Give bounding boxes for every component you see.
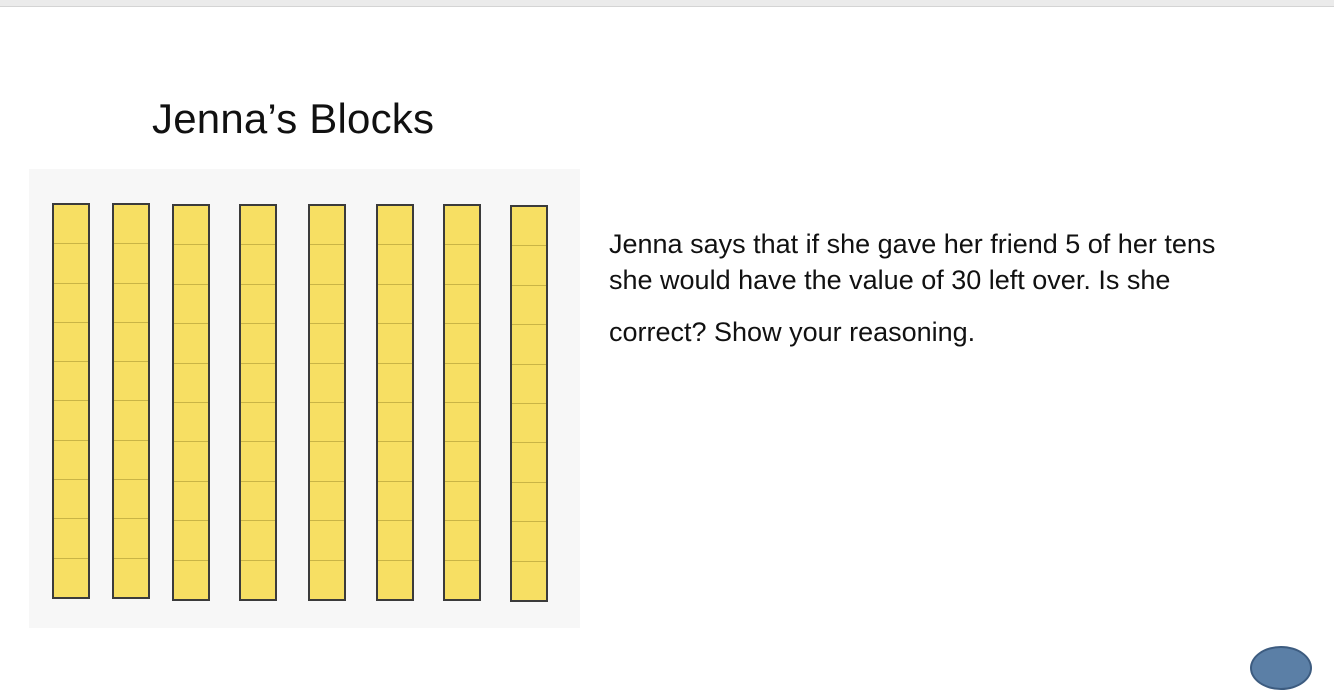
unit-cube xyxy=(378,403,412,443)
unit-cube xyxy=(310,442,344,482)
unit-cube xyxy=(54,362,88,402)
unit-cube xyxy=(445,206,479,246)
ten-rod xyxy=(376,204,414,601)
unit-cube xyxy=(174,482,208,522)
unit-cube xyxy=(54,480,88,520)
unit-cube xyxy=(512,483,546,523)
corner-logo xyxy=(1250,646,1312,690)
question-line: Jenna says that if she gave her friend 5… xyxy=(609,229,1216,259)
base-ten-blocks-panel xyxy=(29,169,580,628)
unit-cube xyxy=(378,561,412,599)
unit-cube xyxy=(310,403,344,443)
unit-cube xyxy=(310,206,344,246)
unit-cube xyxy=(54,205,88,245)
unit-cube xyxy=(174,245,208,285)
unit-cube xyxy=(310,324,344,364)
unit-cube xyxy=(174,403,208,443)
unit-cube xyxy=(54,401,88,441)
unit-cube xyxy=(114,323,148,363)
unit-cube xyxy=(114,205,148,245)
unit-cube xyxy=(114,559,148,597)
unit-cube xyxy=(241,561,275,599)
unit-cube xyxy=(241,403,275,443)
unit-cube xyxy=(445,482,479,522)
question-line: she would have the value of 30 left over… xyxy=(609,265,1171,295)
unit-cube xyxy=(241,285,275,325)
top-border xyxy=(0,0,1334,7)
unit-cube xyxy=(445,403,479,443)
unit-cube xyxy=(512,404,546,444)
unit-cube xyxy=(174,206,208,246)
unit-cube xyxy=(445,245,479,285)
ten-rod xyxy=(52,203,90,599)
unit-cube xyxy=(241,245,275,285)
unit-cube xyxy=(445,521,479,561)
unit-cube xyxy=(445,442,479,482)
unit-cube xyxy=(310,285,344,325)
unit-cube xyxy=(310,482,344,522)
unit-cube xyxy=(512,325,546,365)
unit-cube xyxy=(445,324,479,364)
unit-cube xyxy=(174,521,208,561)
slide-title: Jenna’s Blocks xyxy=(152,95,435,142)
unit-cube xyxy=(54,441,88,481)
unit-cube xyxy=(241,206,275,246)
unit-cube xyxy=(114,244,148,284)
unit-cube xyxy=(114,441,148,481)
unit-cube xyxy=(445,561,479,599)
unit-cube xyxy=(378,521,412,561)
unit-cube xyxy=(378,285,412,325)
unit-cube xyxy=(310,245,344,285)
question-line: correct? Show your reasoning. xyxy=(609,317,976,347)
unit-cube xyxy=(378,482,412,522)
unit-cube xyxy=(378,442,412,482)
unit-cube xyxy=(378,245,412,285)
unit-cube xyxy=(114,284,148,323)
unit-cube xyxy=(54,559,88,597)
unit-cube xyxy=(54,284,88,323)
unit-cube xyxy=(241,324,275,364)
unit-cube xyxy=(378,324,412,364)
unit-cube xyxy=(310,364,344,404)
ten-rod xyxy=(172,204,210,601)
unit-cube xyxy=(512,207,546,247)
unit-cube xyxy=(310,521,344,561)
unit-cube xyxy=(310,561,344,599)
ten-rod xyxy=(308,204,346,601)
unit-cube xyxy=(114,480,148,520)
unit-cube xyxy=(241,482,275,522)
unit-cube xyxy=(241,521,275,561)
unit-cube xyxy=(445,364,479,404)
unit-cube xyxy=(54,519,88,559)
unit-cube xyxy=(512,562,546,600)
ten-rod xyxy=(112,203,150,599)
unit-cube xyxy=(174,561,208,599)
unit-cube xyxy=(512,286,546,326)
unit-cube xyxy=(114,401,148,441)
question-text: Jenna says that if she gave her friend 5… xyxy=(609,226,1309,350)
unit-cube xyxy=(378,206,412,246)
unit-cube xyxy=(174,324,208,364)
unit-cube xyxy=(174,364,208,404)
unit-cube xyxy=(114,362,148,402)
ten-rod xyxy=(239,204,277,601)
ten-rod xyxy=(443,204,481,601)
unit-cube xyxy=(241,442,275,482)
unit-cube xyxy=(114,519,148,559)
unit-cube xyxy=(54,323,88,363)
ten-rod xyxy=(510,205,548,602)
unit-cube xyxy=(174,285,208,325)
unit-cube xyxy=(512,246,546,286)
unit-cube xyxy=(445,285,479,325)
unit-cube xyxy=(54,244,88,284)
unit-cube xyxy=(512,365,546,405)
unit-cube xyxy=(174,442,208,482)
unit-cube xyxy=(241,364,275,404)
unit-cube xyxy=(512,522,546,562)
unit-cube xyxy=(378,364,412,404)
unit-cube xyxy=(512,443,546,483)
